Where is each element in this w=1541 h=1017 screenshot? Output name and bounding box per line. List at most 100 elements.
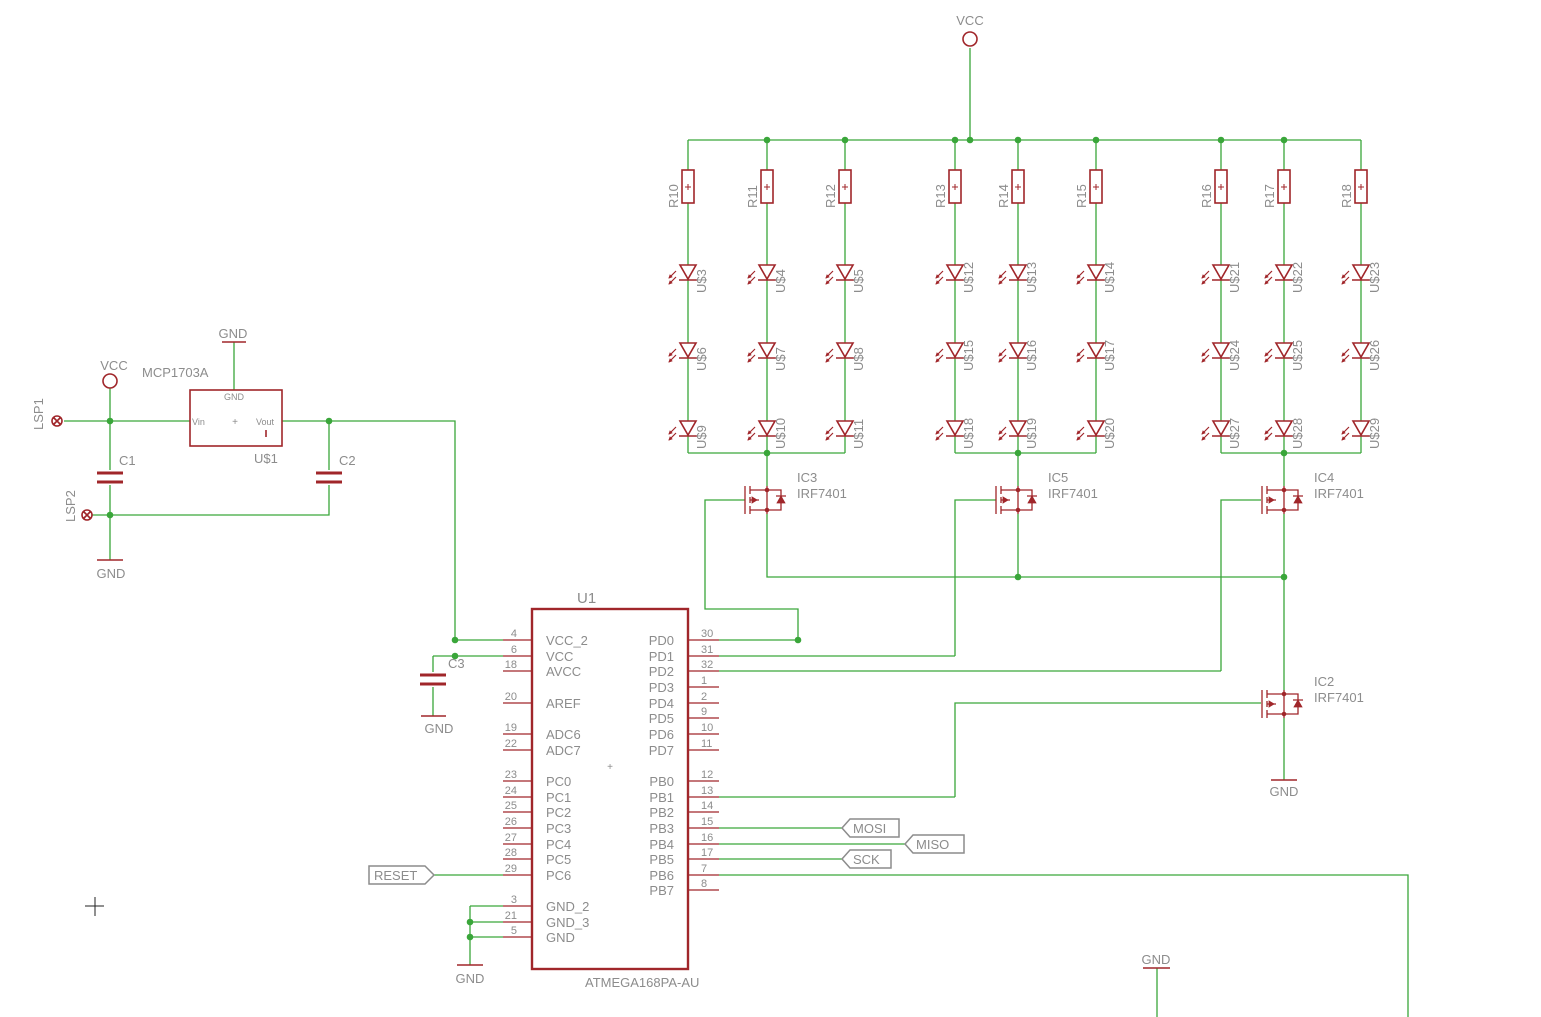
lsp1-label: LSP1	[31, 398, 46, 430]
regulator-u1: GND Vin Vout + MCP1703A U$1	[142, 365, 283, 466]
led-u6: U$6	[668, 342, 709, 371]
gnd-regulator-label: GND	[219, 326, 248, 341]
led-label: U$22	[1290, 262, 1305, 293]
pin-name: PD5	[649, 711, 674, 726]
gnd-ic2-label: GND	[1270, 784, 1299, 799]
led-u13: U$13	[998, 262, 1039, 293]
pin-number: 28	[505, 847, 517, 859]
mosfet-name: IC4	[1314, 470, 1334, 485]
pin-name: AVCC	[546, 664, 581, 679]
mosi-label: MOSI	[853, 821, 886, 836]
net-label-miso[interactable]: MISO	[903, 834, 965, 854]
led-label: U$20	[1102, 418, 1117, 449]
led-label: U$24	[1227, 340, 1242, 371]
pin-number: 25	[505, 800, 517, 812]
gnd-c3-label: GND	[425, 721, 454, 736]
pin-name: PC4	[546, 837, 571, 852]
capacitor-c1: C1	[97, 453, 136, 484]
sck-label: SCK	[853, 852, 880, 867]
led-u9: U$9	[668, 420, 709, 449]
gnd-bottom: GND	[1142, 952, 1170, 969]
resistor-label: R13	[933, 184, 948, 208]
led-label: U$12	[961, 262, 976, 293]
pin-name: PB6	[649, 868, 674, 883]
pin-number: 27	[505, 832, 517, 844]
pin-name: PB2	[649, 805, 674, 820]
pin-number: 15	[701, 816, 713, 828]
led-u10: U$10	[747, 418, 788, 449]
pin-number: 22	[505, 738, 517, 750]
led-u7: U$7	[747, 342, 788, 371]
pin-name: PB5	[649, 852, 674, 867]
gnd-regulator: GND	[219, 326, 248, 343]
pin-number: 6	[511, 644, 517, 656]
led-u19: U$19	[998, 418, 1039, 449]
led-label: U$14	[1102, 262, 1117, 293]
resistor-label: R16	[1199, 184, 1214, 208]
pin-number: 31	[701, 644, 713, 656]
resistor-r14: R14	[996, 169, 1025, 208]
led-u28: U$28	[1264, 418, 1305, 449]
pin-name: GND	[546, 930, 575, 945]
led-u29: U$29	[1341, 418, 1382, 449]
led-u18: U$18	[935, 418, 976, 449]
vcc-left: VCC	[100, 358, 128, 389]
crosshair-cursor-icon	[85, 897, 104, 916]
regulator-vin-pin: Vin	[192, 417, 205, 427]
mcu-name: U1	[577, 590, 596, 607]
mcu-origin: +	[607, 762, 613, 773]
led-label: U$28	[1290, 418, 1305, 449]
led-u24: U$24	[1201, 340, 1242, 371]
led-u20: U$20	[1076, 418, 1117, 449]
pin-number: 32	[701, 659, 713, 671]
pin-name: PD3	[649, 680, 674, 695]
pin-number: 30	[701, 628, 713, 640]
led-u16: U$16	[998, 340, 1039, 371]
led-u4: U$4	[747, 264, 788, 293]
reset-label: RESET	[374, 868, 417, 883]
pin-number: 13	[701, 785, 713, 797]
connector-lsp2: LSP2	[63, 490, 93, 522]
led-label: U$11	[851, 419, 866, 449]
resistor-label: R18	[1339, 184, 1354, 208]
pin-name: PC2	[546, 805, 571, 820]
gnd-mcu: GND	[456, 964, 484, 986]
pin-number: 26	[505, 816, 517, 828]
led-label: U$17	[1102, 340, 1117, 371]
resistor-label: R15	[1074, 184, 1089, 208]
net-label-reset[interactable]: RESET	[368, 865, 436, 885]
resistor-label: R12	[823, 184, 838, 208]
led-label: U$27	[1227, 418, 1242, 449]
led-label: U$16	[1024, 340, 1039, 371]
c2-label: C2	[339, 453, 356, 468]
pin-number: 10	[701, 722, 713, 734]
mcu-pin-pd3: 1 PD3	[649, 675, 719, 695]
pin-number: 1	[701, 675, 707, 687]
led-u23: U$23	[1341, 262, 1382, 293]
pin-name: VCC_2	[546, 633, 588, 648]
led-u14: U$14	[1076, 262, 1117, 293]
pin-number: 7	[701, 863, 707, 875]
net-label-sck[interactable]: SCK	[840, 849, 892, 869]
net-label-mosi[interactable]: MOSI	[840, 818, 900, 838]
pin-number: 18	[505, 659, 517, 671]
capacitor-c2: C2	[316, 453, 356, 484]
led-u8: U$8	[825, 342, 866, 371]
led-label: U$6	[694, 347, 709, 371]
resistor-label: R11	[745, 185, 760, 208]
